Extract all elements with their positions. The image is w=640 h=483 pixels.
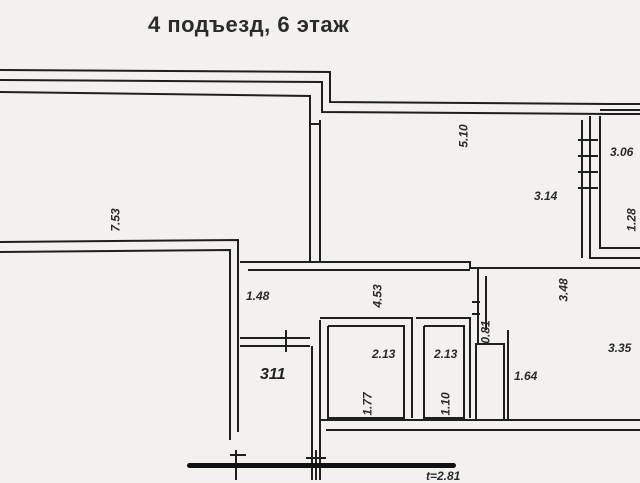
wall-left-lower	[0, 238, 239, 432]
room-number: 311	[260, 366, 286, 383]
dimension-label: 1.10	[438, 392, 453, 416]
wall-wc2-2	[423, 325, 465, 419]
dimension-label: 3.14	[534, 189, 558, 203]
dimension-label: 2.13	[434, 347, 458, 361]
dimension-label: 1.28	[624, 208, 639, 232]
dimension-label: t=2.81	[426, 469, 461, 483]
dimension-label: 1.77	[360, 392, 375, 416]
wall-wc1-2	[327, 325, 405, 419]
dimension-label: 3.35	[608, 341, 632, 355]
dimension-label: 2.13	[372, 347, 396, 361]
outer-wall-top	[0, 69, 640, 105]
dimension-label: 4.53	[370, 284, 385, 308]
dimension-label: 7.53	[108, 208, 123, 232]
dimension-label: 1.48	[246, 289, 270, 303]
outer-wall-top-inner	[0, 79, 640, 115]
room-large-top-wall	[0, 91, 320, 125]
wall-bath-right-2	[599, 116, 640, 249]
home-indicator-bar[interactable]	[187, 463, 456, 468]
wall-left-lower-2	[0, 248, 231, 440]
dimension-label: 3.48	[556, 278, 571, 302]
plan-title: 4 подъезд, 6 этаж	[148, 12, 350, 37]
dimension-label: 1.64	[514, 369, 538, 383]
shaft	[475, 343, 505, 421]
dimension-label: 0.81	[478, 320, 493, 344]
dimension-label: 5.10	[456, 124, 471, 148]
wall-corridor-top	[240, 261, 640, 269]
wall-wc2	[416, 317, 471, 418]
wall-wc1	[320, 317, 413, 418]
dimension-label: 3.06	[610, 145, 634, 159]
